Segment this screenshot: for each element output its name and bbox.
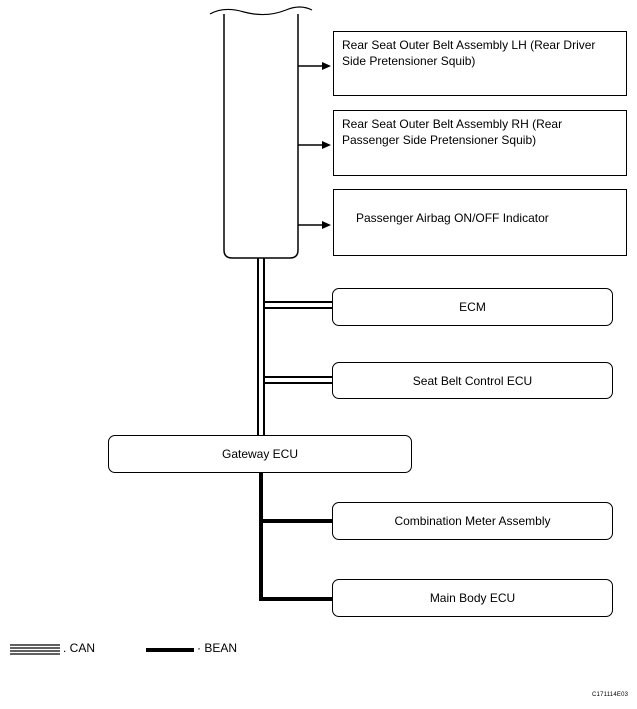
rear-seat-outer-belt-rh-box: Rear Seat Outer Belt Assembly RH (Rear P… bbox=[333, 110, 627, 176]
combination-meter-assembly-box: Combination Meter Assembly bbox=[332, 502, 613, 540]
airbag-sensor-break-mark bbox=[209, 6, 313, 16]
combination-meter-assembly-label: Combination Meter Assembly bbox=[394, 514, 551, 528]
can-bus bbox=[257, 258, 332, 437]
gateway-ecu-label: Gateway ECU bbox=[221, 447, 299, 461]
main-body-ecu-label: Main Body ECU bbox=[429, 591, 516, 605]
passenger-airbag-indicator-box: Passenger Airbag ON/OFF Indicator bbox=[333, 189, 627, 256]
arrow-rear-rh bbox=[298, 141, 331, 149]
bean-bus bbox=[259, 472, 332, 601]
rear-seat-outer-belt-lh-box: Rear Seat Outer Belt Assembly LH (Rear D… bbox=[333, 31, 627, 96]
arrow-passenger-indicator bbox=[298, 221, 331, 229]
figure-id: C171114E03 bbox=[592, 692, 629, 698]
rear-seat-outer-belt-lh-label: Rear Seat Outer Belt Assembly LH (Rear D… bbox=[342, 38, 596, 68]
main-body-ecu-box: Main Body ECU bbox=[332, 579, 613, 617]
airbag-sensor-assembly-outline bbox=[223, 14, 299, 259]
passenger-airbag-indicator-label: Passenger Airbag ON/OFF Indicator bbox=[356, 211, 549, 225]
arrow-rear-lh bbox=[298, 62, 331, 70]
ecm-label: ECM bbox=[459, 300, 486, 314]
seat-belt-control-ecu-label: Seat Belt Control ECU bbox=[412, 373, 533, 388]
rear-seat-outer-belt-rh-label: Rear Seat Outer Belt Assembly RH (Rear P… bbox=[342, 117, 563, 147]
gateway-ecu-box: Gateway ECU bbox=[108, 435, 412, 473]
legend-can-symbol bbox=[10, 644, 60, 655]
seat-belt-control-ecu-box: Seat Belt Control ECU bbox=[332, 362, 613, 399]
ecm-box: ECM bbox=[332, 288, 613, 326]
legend-can-label: . CAN bbox=[63, 641, 96, 655]
legend-bean-label: · BEAN bbox=[197, 641, 238, 655]
